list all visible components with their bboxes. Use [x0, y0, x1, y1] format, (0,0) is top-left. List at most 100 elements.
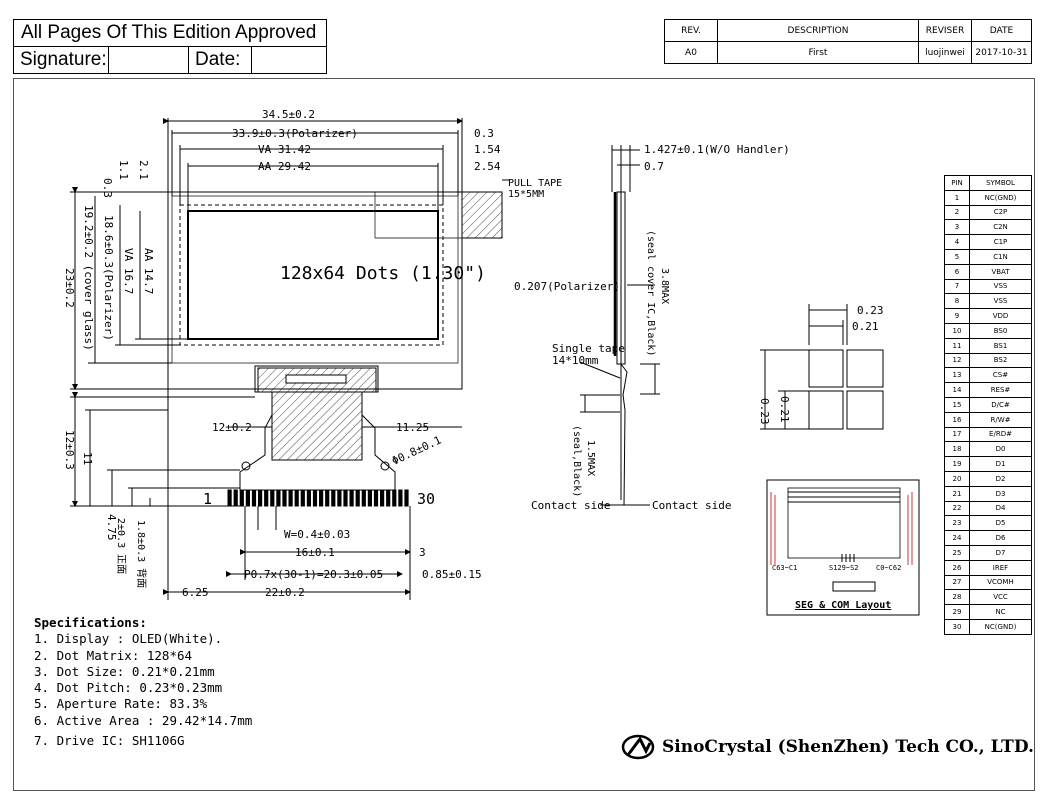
fpc-pin: [251, 489, 257, 507]
dim-0-3: 0.3: [474, 127, 494, 140]
pin-symbol: VCOMH: [969, 574, 1032, 591]
pin-number: 5: [944, 248, 970, 265]
seg-com-c0: C0~C62: [876, 564, 901, 572]
side-seal-black: (seal,Black): [571, 425, 582, 497]
pin-number: 27: [944, 574, 970, 591]
pin-symbol: D2: [969, 470, 1032, 487]
dim-2-54: 2.54: [474, 160, 501, 173]
display-label: 128x64 Dots (1.30"): [280, 263, 486, 284]
dim-22: 22±0.2: [265, 586, 305, 599]
dim-aa-14-7: AA 14.7: [142, 248, 155, 294]
pixel-size-h: 0.21: [778, 396, 791, 423]
fpc-pin: [386, 489, 391, 507]
pin-symbol: NC(GND): [969, 618, 1032, 635]
dim-1-54: 1.54: [474, 143, 501, 156]
seg-com-seg: S129~S2: [829, 564, 859, 572]
specifications: Specifications: 1. Display : OLED(White)…: [34, 615, 252, 749]
side-seal-cover: (seal cover IC,Black): [645, 230, 656, 356]
company-name: SinoCrystal (ShenZhen) Tech CO., LTD.: [662, 737, 1034, 757]
fpc-pins: [227, 489, 409, 507]
single-tape-label: Single tape: [552, 342, 625, 355]
pin-number: 10: [944, 322, 970, 339]
contact-side-right: Contact side: [652, 499, 731, 512]
pixel-1: [808, 349, 844, 388]
dim-12: 12±0.2: [212, 421, 252, 434]
fpc-pin: [398, 489, 403, 507]
dim-v-2-1: 2.1: [137, 160, 150, 180]
fpc-pin: [294, 489, 299, 507]
revision-header-row: REV. DESCRIPTION REVISER DATE: [664, 19, 1032, 42]
spec-item: 2. Dot Matrix: 128*64: [34, 647, 193, 663]
fpc-pin: [373, 489, 379, 507]
pin-number: 1: [944, 189, 970, 206]
pin-number: 13: [944, 367, 970, 384]
dim-va-16-7: VA 16.7: [122, 248, 135, 294]
fpc-pin: [343, 489, 348, 507]
dim-6-25: 6.25: [182, 586, 209, 599]
pixel-pitch-h: 0.23: [758, 398, 771, 425]
spec-item: 1. Display : OLED(White).: [34, 631, 223, 647]
fpc-pin: [367, 489, 372, 507]
pin-symbol: D3: [969, 485, 1032, 502]
pin-symbol: VSS: [969, 278, 1032, 295]
pin-number: 12: [944, 352, 970, 369]
dim-3: 3: [419, 546, 426, 559]
pin-symbol: VBAT: [969, 263, 1032, 280]
signature-label: Signature:: [14, 47, 109, 74]
pin-symbol: VDD: [969, 308, 1032, 324]
pin-symbol: D6: [969, 530, 1032, 546]
va-outline: [179, 204, 444, 346]
side-1-5max: 1.5MAX: [585, 440, 596, 476]
pin-number: 8: [944, 293, 970, 310]
fpc-hole-right: [380, 461, 390, 471]
pin-number: 26: [944, 559, 970, 576]
pin-symbol: D0: [969, 441, 1032, 458]
dim-4-75: 4.75: [105, 514, 118, 541]
symbol-header: SYMBOL: [969, 175, 1032, 191]
contact-side-left: Contact side: [531, 499, 610, 512]
fpc-pin: [325, 489, 330, 507]
single-tape-size: 14*10mm: [552, 354, 599, 367]
revision-table: REV. DESCRIPTION REVISER DATE A0 First l…: [664, 19, 1032, 64]
fpc-stiffener: [271, 391, 363, 461]
dim-0-85: 0.85±0.15: [422, 568, 482, 581]
fpc-pin: [239, 489, 244, 507]
approval-block: All Pages Of This Edition Approved Signa…: [13, 19, 327, 74]
pin-number: 25: [944, 544, 970, 561]
pull-tape-label: PULL TAPE: [508, 178, 562, 189]
pin-symbol: RES#: [969, 382, 1032, 398]
signature-field[interactable]: [109, 47, 189, 74]
fpc-pin: [380, 489, 385, 507]
pin-symbol: BS1: [969, 337, 1032, 354]
fpc-pin: [306, 489, 311, 507]
pin-symbol: VSS: [969, 293, 1032, 310]
pixel-size-w: 0.21: [852, 320, 879, 333]
pin-number: 19: [944, 456, 970, 472]
pin-symbol: C1P: [969, 234, 1032, 250]
fpc-pin: [258, 489, 263, 507]
dim-23: 23±0.2: [63, 268, 76, 308]
dim-width: W=0.4±0.03: [284, 528, 350, 541]
fpc-pin: [276, 489, 281, 507]
dim-12-3: 12±0.3: [63, 430, 76, 470]
pin-number: 7: [944, 278, 970, 295]
fpc-pin: [331, 489, 336, 507]
pin-number: 4: [944, 234, 970, 250]
polarizer-outline: [171, 195, 459, 364]
